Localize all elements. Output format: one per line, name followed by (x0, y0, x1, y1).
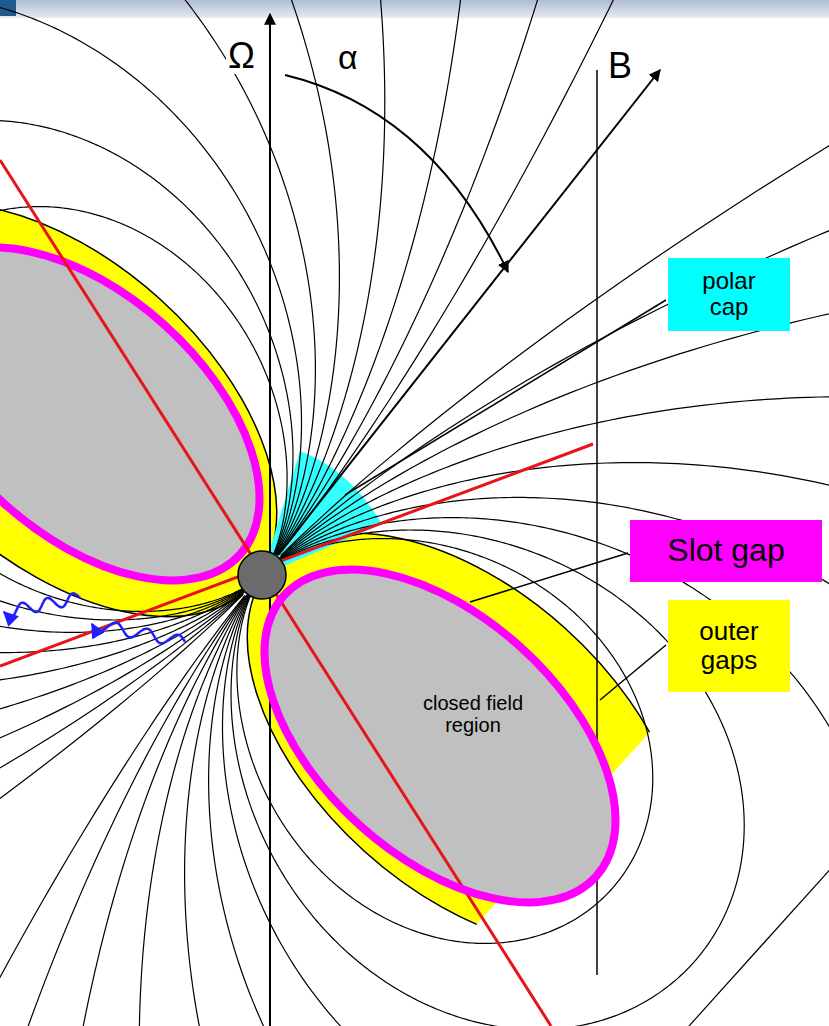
title-bar (0, 0, 829, 18)
rotation-axis (269, 14, 271, 1026)
axis-symbol: Ω (226, 38, 257, 74)
region-label-box: outer gaps (668, 600, 790, 692)
region-label-box: Slot gap (630, 520, 822, 582)
red-axis-line (0, 160, 551, 1026)
region-label: closed field region (408, 692, 538, 736)
field-line (0, 0, 339, 687)
lobe-fill (258, 563, 622, 909)
polar-cap-region (269, 451, 382, 566)
leader-line (345, 300, 666, 495)
angle-arc (285, 75, 508, 272)
axis-symbol: B (606, 48, 634, 84)
photon-wave (92, 623, 185, 644)
box-label: Slot gap (667, 533, 784, 568)
photon-wave (4, 593, 80, 616)
neutron-star (238, 551, 286, 599)
box-label: outer gaps (684, 617, 774, 674)
field-line (0, 0, 689, 1026)
leader-line (470, 553, 628, 602)
region-label-box: polar cap (668, 258, 790, 331)
lobe-outline (258, 563, 622, 909)
leader-line (600, 645, 666, 700)
slot-gap-ring (258, 563, 622, 909)
axis-symbol: α (336, 40, 360, 74)
closed-field-lobe: closed field region (258, 563, 622, 909)
box-label: polar cap (689, 268, 769, 321)
magnetic-axis (278, 70, 660, 555)
